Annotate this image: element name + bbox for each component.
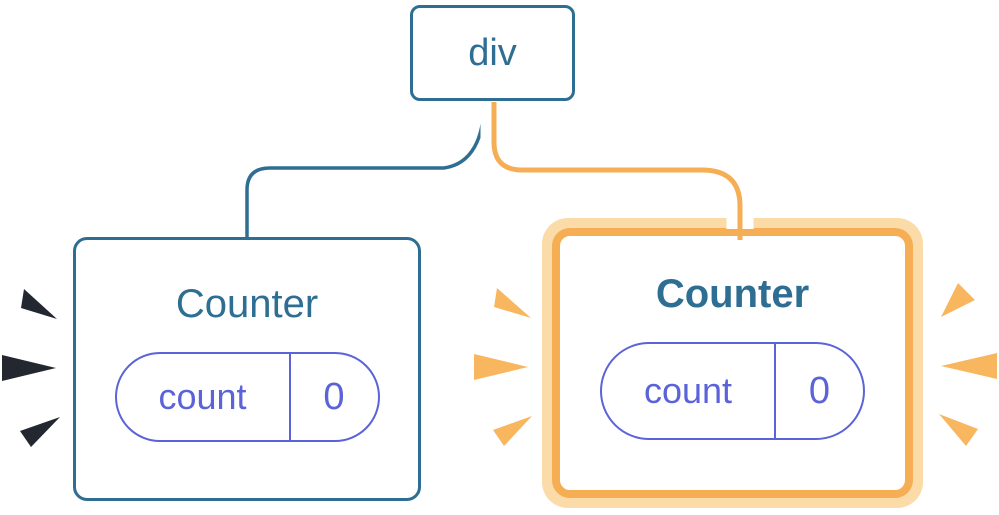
tree-root-node: div: [410, 5, 575, 101]
counter-title: Counter: [175, 282, 319, 326]
state-pill: count 0: [600, 342, 865, 440]
edge-root-to-right-counter-casing: [480, 102, 754, 229]
state-key-label: count: [643, 370, 733, 411]
spark-dark-bottom-icon: [20, 417, 60, 447]
tree-root-label: div: [468, 32, 517, 74]
spark-orange-right-top-icon: [941, 283, 975, 317]
spark-orange-right-bottom-icon: [939, 414, 978, 446]
state-value: 0: [774, 344, 863, 438]
state-key-label: count: [158, 376, 247, 417]
spark-dark-top-icon: [21, 289, 57, 319]
spark-dark-middle-icon: [2, 355, 56, 381]
counter-card-left: Counter count 0: [73, 237, 421, 501]
state-value: 0: [288, 354, 378, 440]
counter-card-right-highlighted: Counter count 0: [542, 218, 923, 508]
state-pill: count 0: [114, 352, 380, 442]
spark-orange-left-bottom-icon: [493, 416, 532, 446]
counter-card-right-inner: Counter count 0: [552, 228, 913, 498]
spark-orange-left-top-icon: [494, 288, 531, 318]
spark-orange-right-middle-icon: [941, 353, 997, 379]
edge-root-to-left-counter: [245, 101, 486, 240]
spark-orange-left-middle-icon: [474, 354, 528, 380]
counter-title: Counter: [655, 272, 810, 316]
